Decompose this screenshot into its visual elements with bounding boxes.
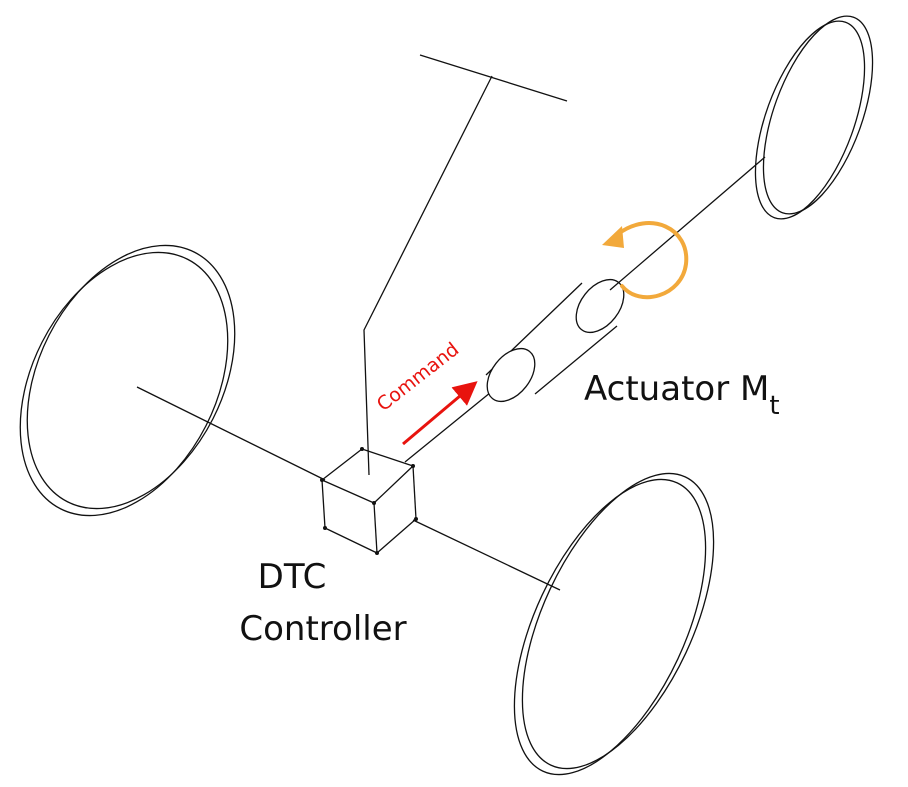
actuator-label-subscript: t [769,391,780,421]
torque-arrowhead-icon [602,226,624,248]
steering-column [363,75,493,476]
torque-rotation-icon [616,221,689,300]
actuator-label: Actuator Mt [584,369,780,419]
front-right-axle [412,519,561,591]
left-axle [136,386,326,481]
rear-right-wheel [754,15,874,220]
command-arrow [402,381,478,446]
actuator-cylinder[interactable] [478,271,634,411]
cube-vertices [320,447,418,555]
steering-bar [419,54,568,102]
left-wheel [19,244,236,517]
controller-label: Controller [239,609,407,649]
dtc-label: DTC [257,557,327,597]
front-right-wheel [513,472,715,776]
actuator-label-main: Actuator M [584,369,770,409]
rear-axle [609,156,766,291]
